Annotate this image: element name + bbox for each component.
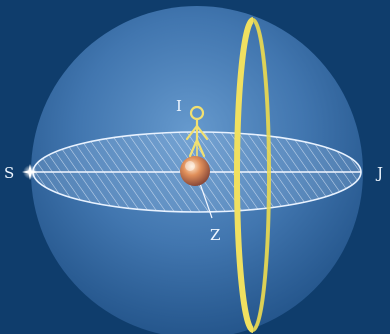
observer-figure bbox=[185, 105, 209, 158]
ring-side bbox=[252, 18, 271, 332]
label-j: J bbox=[375, 164, 383, 182]
earth-globe bbox=[180, 156, 210, 186]
ring-front bbox=[234, 17, 255, 333]
label-i: I bbox=[176, 97, 182, 115]
label-z: Z bbox=[210, 226, 220, 244]
label-s: S bbox=[4, 164, 14, 182]
star-icon bbox=[22, 164, 38, 180]
earth-highlight bbox=[185, 161, 195, 171]
